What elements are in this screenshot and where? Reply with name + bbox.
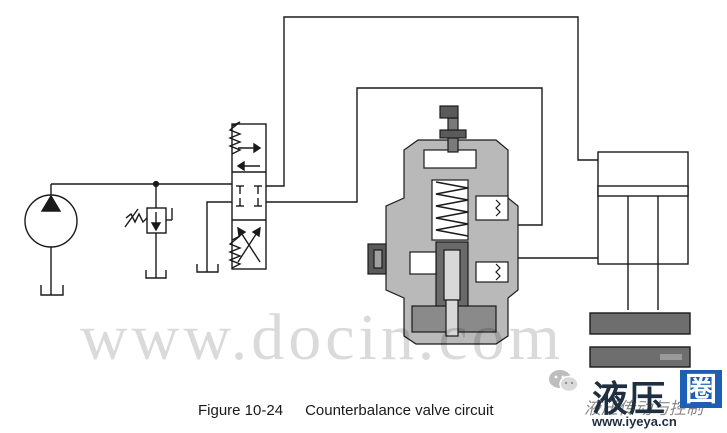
- figure-number: Figure 10-24: [198, 402, 284, 419]
- counterbalance-valve-cutaway: [367, 105, 519, 345]
- hydraulic-cylinder: [597, 151, 689, 310]
- wechat-icon: [549, 370, 579, 393]
- pressure-line: [51, 180, 236, 208]
- figure-title: Counterbalance valve circuit: [305, 402, 494, 419]
- cylinder-load-upper: [589, 312, 691, 335]
- counterbalance-line: [266, 87, 543, 226]
- brand-end: 圈: [680, 370, 722, 408]
- tank-line: [196, 201, 232, 273]
- cylinder-cap-line: [266, 16, 598, 187]
- cylinder-load-lower: [589, 346, 691, 368]
- hydraulic-pump: [24, 184, 78, 295]
- relief-valve: [124, 207, 173, 278]
- account-name: 液压传动与控制: [584, 399, 703, 418]
- watermark: www.docin.com: [80, 301, 564, 374]
- pump-tank: [40, 285, 64, 296]
- directional-control-valve: [231, 123, 267, 270]
- figure-caption: Figure 10-24 Counterbalance valve circuit: [198, 402, 494, 419]
- brand-main: 液压: [592, 378, 667, 419]
- relief-valve-tank: [145, 270, 167, 279]
- logo-url: www.iyeya.cn: [592, 414, 677, 429]
- valve-spring-top: [228, 121, 242, 155]
- valve-spring-bottom: [228, 235, 242, 269]
- source-logo: 液压传动与控制 液压 圈 www.iyeya.cn: [548, 368, 727, 433]
